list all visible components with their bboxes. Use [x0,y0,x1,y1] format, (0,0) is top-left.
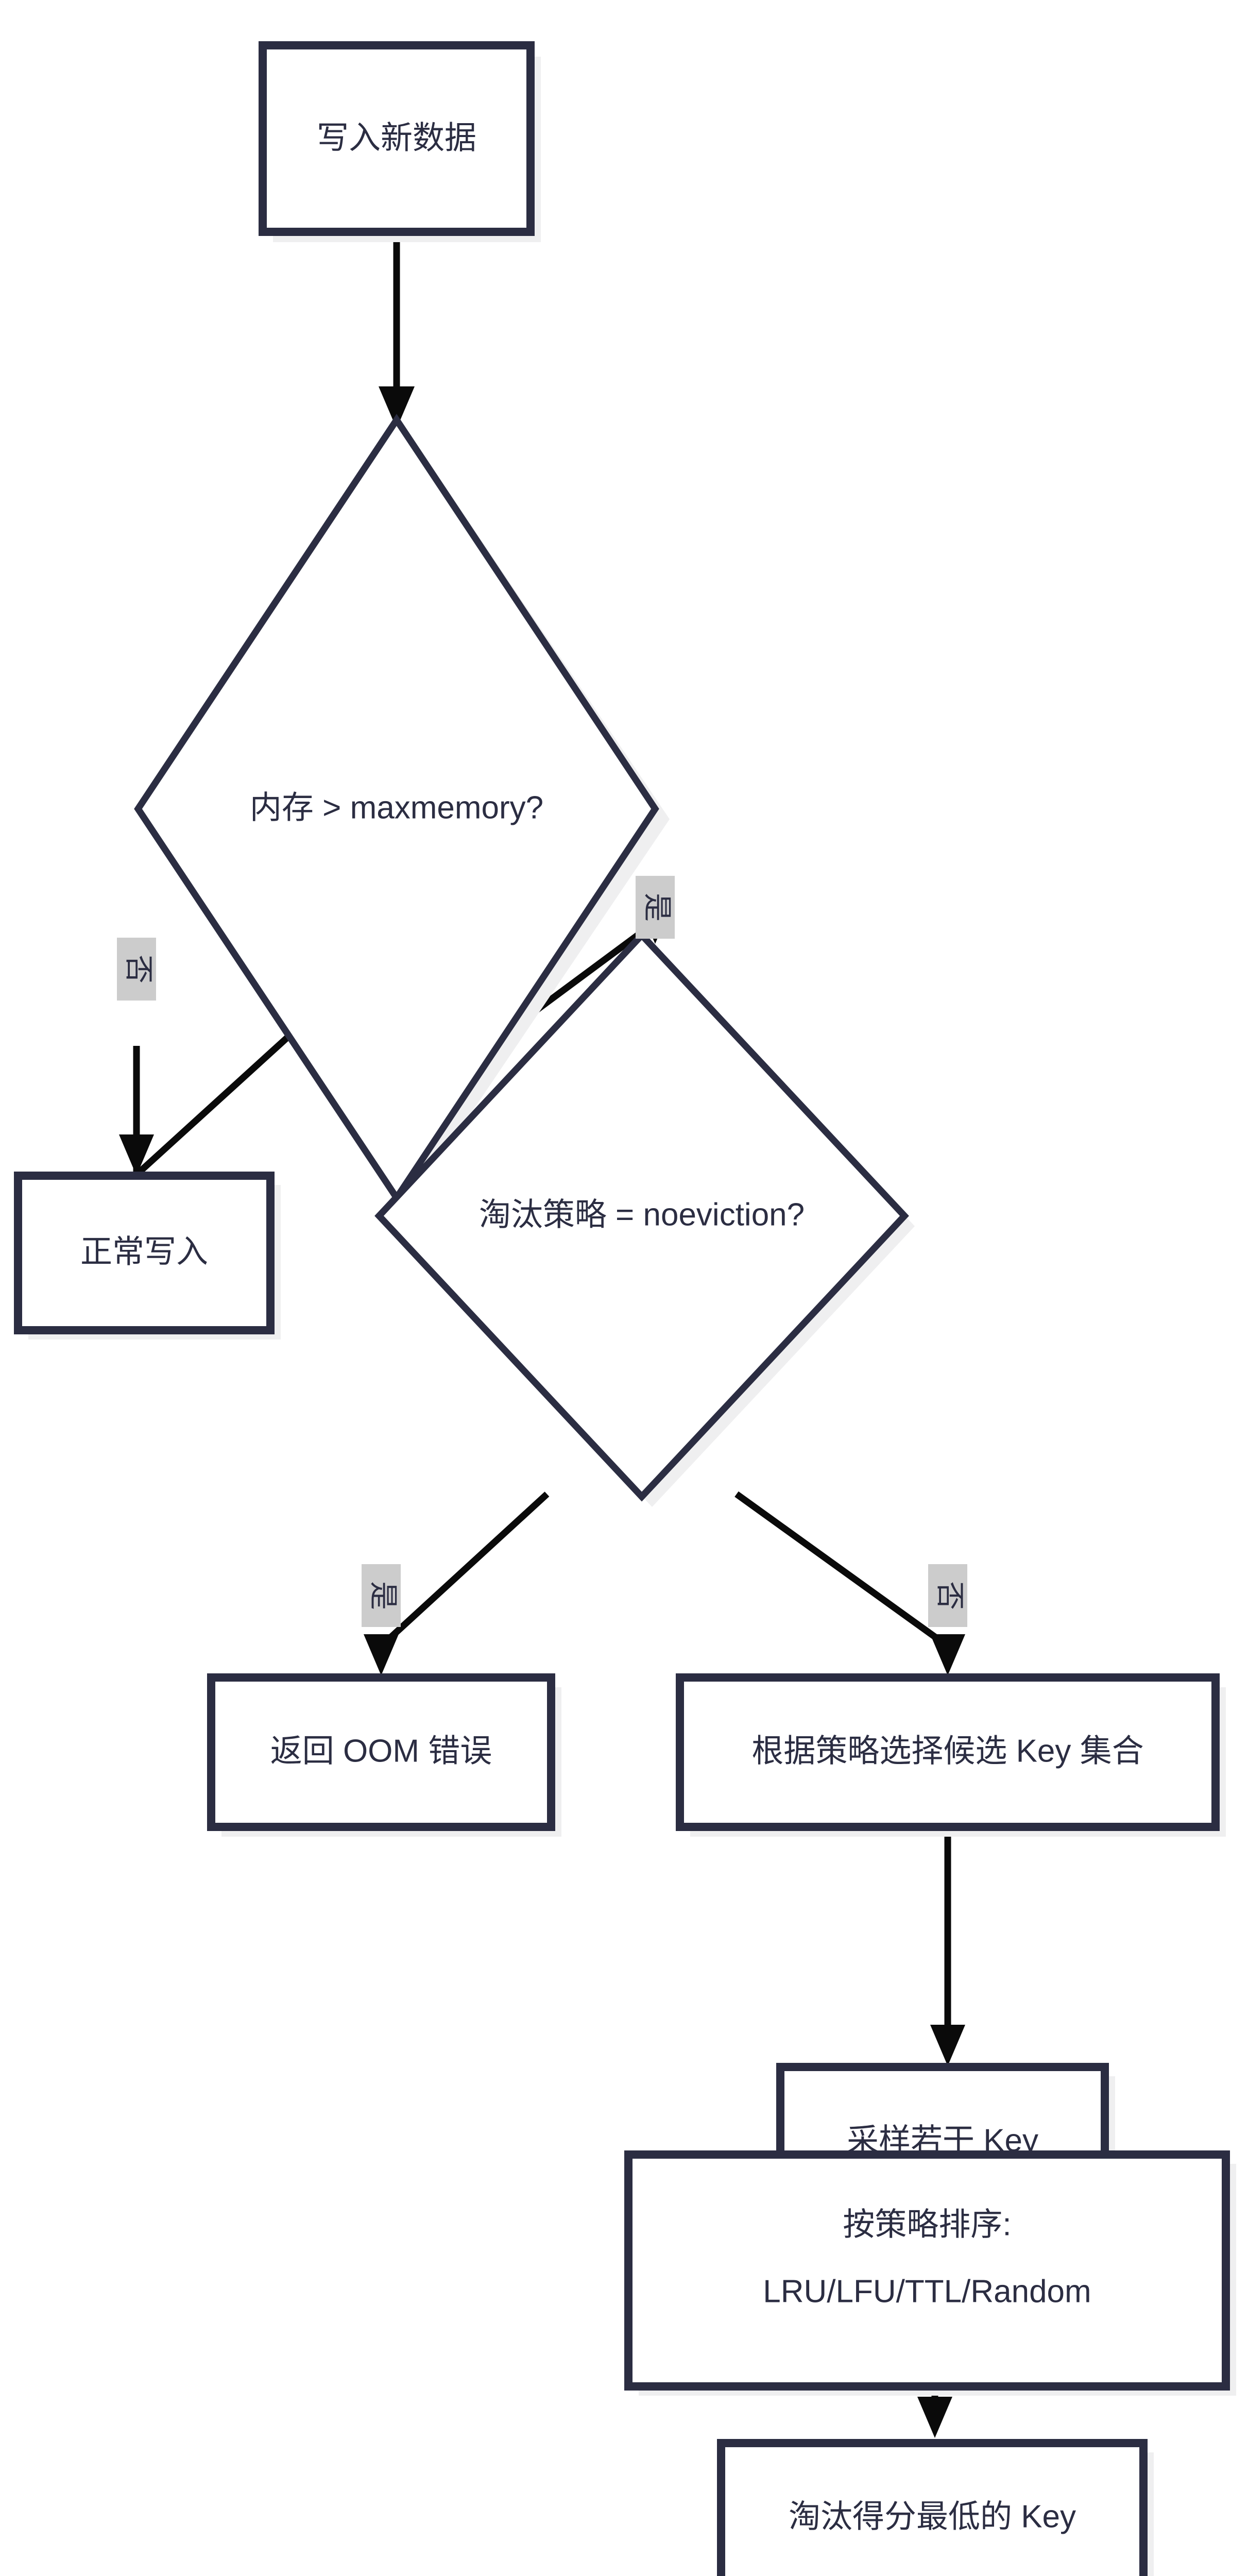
edge-n1-n2 [379,234,415,429]
node-evict-lowest-score-key[interactable]: 淘汰得分最低的 Key [717,2439,1148,2576]
node-label: 淘汰策略 = noeviction? [479,1197,805,1232]
node-label: 淘汰得分最低的 Key [789,2499,1076,2534]
edge-n6-n7 [930,1828,965,2066]
node-write-new-data[interactable]: 写入新数据 [259,41,535,236]
node-policy-is-noeviction[interactable]: 淘汰策略 = noeviction? [374,930,909,1502]
edge-label-no-n2-n3: 否 [117,938,156,1001]
edge-label-text: 是 [367,1581,400,1610]
edge-n4-n6-no [734,1491,965,1675]
node-select-candidate-keys[interactable]: 根据策略选择候选 Key 集合 [676,1673,1220,1831]
node-label: 根据策略选择候选 Key 集合 [751,1733,1143,1769]
node-label: 写入新数据 [317,120,476,156]
edge-n4-n5-yes [364,1492,550,1675]
node-label: 正常写入 [80,1234,208,1269]
node-label-line2: LRU/LFU/TTL/Random [763,2274,1091,2309]
edge-label-text: 否 [123,955,155,984]
edge-label-text: 否 [934,1581,966,1610]
node-normal-write[interactable]: 正常写入 [14,1172,275,1334]
node-label: 内存 > maxmemory? [250,790,543,825]
node-return-oom-error[interactable]: 返回 OOM 错误 [207,1673,555,1831]
edge-label-yes-n2-n4: 是 [636,876,675,939]
edge-label-yes-n4-n5: 是 [362,1564,401,1627]
edge-label-no-n4-n6: 否 [928,1564,967,1627]
node-memory-over-maxmemory[interactable]: 内存 > maxmemory? [134,414,659,1204]
node-sort-by-policy[interactable]: 按策略排序: LRU/LFU/TTL/Random [624,2150,1230,2391]
edge-n2-n3-no [119,1033,292,1177]
node-label-line1: 按策略排序: [843,2207,1011,2242]
edge-label-text: 是 [641,893,674,922]
node-label: 返回 OOM 错误 [270,1733,492,1769]
